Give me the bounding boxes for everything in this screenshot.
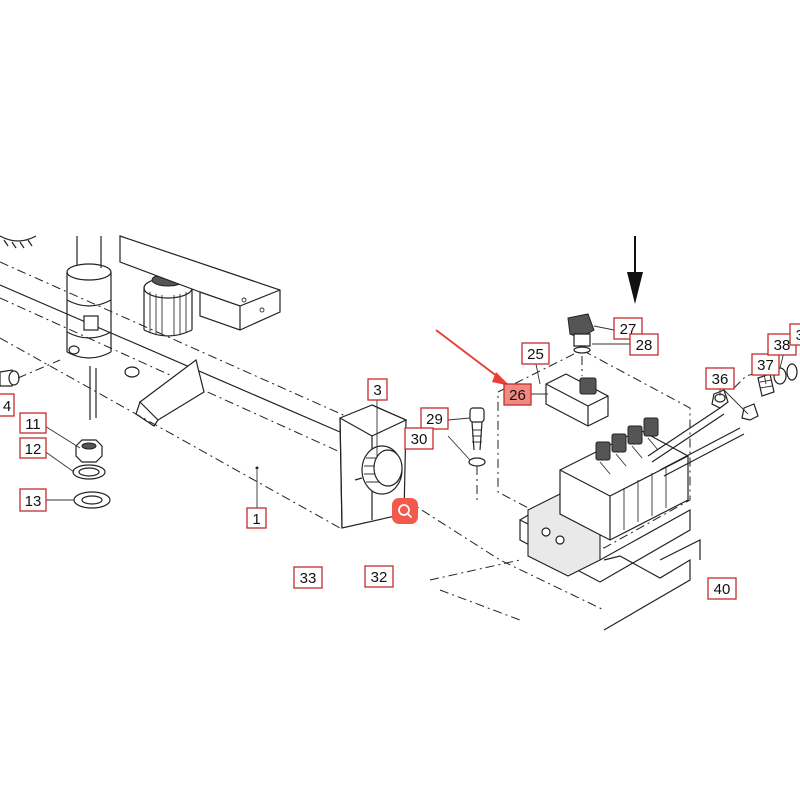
svg-text:40: 40 (714, 581, 731, 598)
red-arrow-head (492, 372, 510, 386)
callout-25[interactable]: 25 (521, 342, 550, 365)
callout-38[interactable]: 38 (767, 333, 797, 356)
callout-33[interactable]: 33 (293, 566, 323, 589)
svg-text:12: 12 (25, 441, 42, 458)
callout-39-partial[interactable]: 39 (789, 323, 800, 346)
callout-30[interactable]: 30 (404, 427, 434, 450)
lower-geometry-drawing (439, 539, 701, 631)
zoom-button[interactable] (392, 498, 418, 524)
svg-text:28: 28 (636, 337, 653, 354)
svg-text:37: 37 (757, 357, 774, 374)
svg-text:36: 36 (712, 371, 729, 388)
svg-text:29: 29 (426, 411, 443, 428)
callout-37[interactable]: 37 (751, 353, 780, 376)
end-cap-drawing (354, 445, 403, 495)
svg-text:26: 26 (509, 387, 526, 404)
valve-manifold-drawing (405, 313, 745, 611)
callout-32[interactable]: 32 (364, 565, 394, 588)
svg-text:33: 33 (300, 570, 317, 587)
left-small-parts-drawing (0, 359, 111, 509)
callout-3[interactable]: 3 (367, 378, 388, 401)
callout-11[interactable]: 11 (19, 412, 47, 434)
svg-text:11: 11 (25, 416, 41, 433)
svg-text:1: 1 (252, 511, 260, 528)
svg-text:38: 38 (774, 337, 791, 354)
svg-text:3: 3 (373, 382, 381, 399)
callout-13[interactable]: 13 (19, 488, 47, 512)
callout-28[interactable]: 28 (629, 333, 659, 356)
red-arrow-shaft (435, 329, 503, 381)
svg-text:39: 39 (796, 327, 800, 344)
callout-29[interactable]: 29 (420, 407, 449, 430)
callout-26-highlighted[interactable]: 26 (503, 383, 532, 406)
callout-40-partial[interactable]: 40 (707, 577, 737, 600)
callout-4[interactable]: 4 (0, 393, 15, 417)
screw-drawing (468, 407, 486, 500)
right-fittings-drawing (711, 363, 798, 421)
svg-text:25: 25 (527, 346, 544, 363)
down-arrow-icon (627, 236, 643, 304)
callouts: 1 3 4 11 12 13 25 26 (0, 317, 800, 600)
callout-36[interactable]: 36 (705, 367, 735, 390)
red-pointer-arrow-icon (435, 329, 510, 386)
svg-text:32: 32 (371, 569, 388, 586)
magnifier-icon (398, 504, 412, 518)
callout-1[interactable]: 1 (246, 507, 267, 529)
svg-text:13: 13 (25, 493, 42, 510)
upper-cylinders-drawing (0, 235, 281, 359)
svg-text:30: 30 (411, 431, 428, 448)
svg-text:4: 4 (3, 398, 11, 415)
callout-12[interactable]: 12 (19, 437, 47, 459)
